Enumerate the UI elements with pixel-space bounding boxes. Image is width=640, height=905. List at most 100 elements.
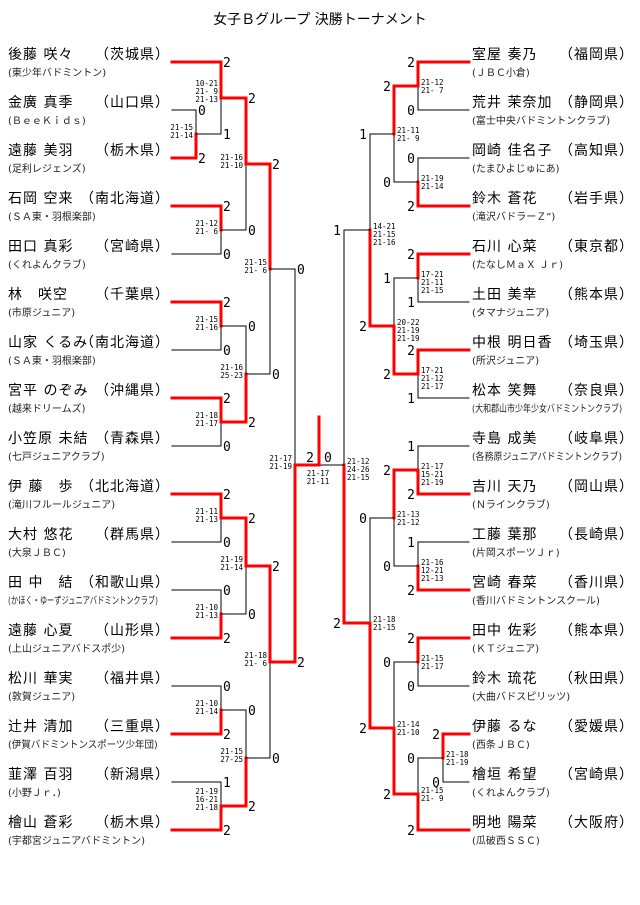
player-name: 伊藤 るな xyxy=(472,719,538,735)
games-won: 2 xyxy=(432,728,440,743)
player-team: (所沢ジュニア) xyxy=(472,356,540,367)
player-prefecture: （大阪府） xyxy=(559,815,634,831)
game-score: 21-12 xyxy=(347,457,370,466)
games-won: 0 xyxy=(407,680,415,695)
player-name: 田中 佐彩 xyxy=(472,623,538,639)
game-score: 21-15 xyxy=(373,230,396,239)
games-won: 0 xyxy=(223,440,231,455)
player-team: (Ｎラインクラブ) xyxy=(472,500,550,511)
game-score: 21-10 xyxy=(220,161,243,170)
games-won: 2 xyxy=(248,512,256,527)
game-score: 14-21 xyxy=(373,222,396,231)
games-won: 2 xyxy=(383,368,391,383)
games-won: 0 xyxy=(248,704,256,719)
games-won: 0 xyxy=(432,776,440,791)
games-won: 1 xyxy=(383,272,391,287)
player-prefecture: （静岡県） xyxy=(559,95,634,111)
games-won: 2 xyxy=(223,488,231,503)
games-won: 2 xyxy=(407,200,415,215)
player-prefecture: （岡山県） xyxy=(559,479,634,495)
player-prefecture: （埼玉県） xyxy=(559,335,634,351)
player-team: (東少年バドミントン) xyxy=(8,68,107,79)
game-score: 21-13 xyxy=(397,510,420,519)
game-score: 21-12 xyxy=(421,374,444,383)
game-score: 21-17 xyxy=(269,454,292,463)
player-prefecture: （秋田県） xyxy=(559,671,634,687)
games-won: 2 xyxy=(223,56,231,71)
player-name: 岡崎 佳名子 xyxy=(472,143,553,159)
game-score: 21-17 xyxy=(421,462,444,471)
player-name: 中根 明日香 xyxy=(472,335,553,351)
player-team: (香川バドミントンスクール) xyxy=(472,596,600,607)
player-prefecture: （千葉県） xyxy=(95,287,170,303)
player-prefecture: （宮崎県） xyxy=(95,239,170,255)
games-won: 1 xyxy=(223,128,231,143)
player-prefecture: （長崎県） xyxy=(559,527,634,543)
game-score: 21- 6 xyxy=(244,266,267,275)
page-title: 女子Ｂグループ 決勝トーナメント xyxy=(213,12,427,28)
games-won: 2 xyxy=(407,344,415,359)
player-team: (足利レジェンズ) xyxy=(8,164,86,175)
player-prefecture: （香川県） xyxy=(559,575,634,591)
player-name: 宮崎 春菜 xyxy=(472,575,538,591)
player-prefecture: （沖縄県） xyxy=(95,383,170,399)
game-score: 21-12 xyxy=(421,78,444,87)
games-won: 0 xyxy=(223,344,231,359)
game-score: 15-21 xyxy=(421,470,444,479)
game-score: 21-16 xyxy=(373,238,396,247)
game-score: 21-13 xyxy=(195,515,218,524)
games-won: 0 xyxy=(248,608,256,623)
game-score: 17-21 xyxy=(421,270,444,279)
games-won: 0 xyxy=(272,368,280,383)
game-score: 24-26 xyxy=(347,465,370,474)
player-prefecture: （栃木県） xyxy=(95,143,170,159)
player-name: 遠藤 心夏 xyxy=(8,623,74,639)
game-score: 21-11 xyxy=(421,278,444,287)
player-name: 大村 悠花 xyxy=(8,527,74,543)
player-name: 石川 心菜 xyxy=(472,239,538,255)
games-won: 2 xyxy=(223,200,231,215)
games-won: 2 xyxy=(223,392,231,407)
games-won: 1 xyxy=(407,440,415,455)
game-score: 21-15 xyxy=(244,258,267,267)
games-won: 2 xyxy=(306,451,314,466)
games-won: 2 xyxy=(407,56,415,71)
player-prefecture: （南北海道） xyxy=(80,335,170,351)
player-team: (ＳＡ東・羽根楽部) xyxy=(8,212,96,223)
player-name: 韮澤 百羽 xyxy=(8,767,74,783)
games-won: 2 xyxy=(407,632,415,647)
game-score: 21-19 xyxy=(421,174,444,183)
games-won: 0 xyxy=(248,320,256,335)
game-score: 21- 6 xyxy=(195,227,218,236)
player-name: 檜山 蒼彩 xyxy=(8,815,74,831)
player-team: (瓜破西ＳＳＣ) xyxy=(472,836,540,847)
player-team: (たなしＭａＸ Ｊｒ) xyxy=(472,260,563,271)
game-score: 21-15 xyxy=(195,315,218,324)
game-score: 21- 9 xyxy=(195,87,218,96)
games-won: 2 xyxy=(407,824,415,839)
player-team: (大和郡山市少年少女バドミントンクラブ) xyxy=(472,404,623,415)
game-score: 21-18 xyxy=(195,803,218,812)
player-name: 小笠原 未結 xyxy=(8,431,89,447)
player-team: (小野Ｊｒ．) xyxy=(8,788,61,799)
game-score: 27-25 xyxy=(220,755,243,764)
game-score: 21-19 xyxy=(421,478,444,487)
game-score: 16-21 xyxy=(195,795,218,804)
games-won: 2 xyxy=(198,152,206,167)
player-name: 後藤 咲々 xyxy=(8,47,74,63)
games-won: 0 xyxy=(383,656,391,671)
player-team: (くれよんクラブ) xyxy=(472,788,550,799)
games-won: 1 xyxy=(223,776,231,791)
player-name: 金廣 真季 xyxy=(8,95,74,111)
player-prefecture: （宮崎県） xyxy=(559,767,634,783)
player-team: (伊賀バドミントンスポーツ少年団) xyxy=(8,740,158,751)
player-name: 明地 陽菜 xyxy=(472,815,538,831)
player-team: (富士中央バドミントンクラブ) xyxy=(472,116,611,127)
games-won: 0 xyxy=(198,104,206,119)
game-score: 21- 7 xyxy=(421,86,444,95)
game-score: 21-14 xyxy=(397,720,420,729)
game-score: 21-16 xyxy=(220,153,243,162)
game-score: 21-13 xyxy=(421,574,444,583)
player-team: (越来ドリームズ) xyxy=(8,404,86,415)
player-name: 室屋 奏乃 xyxy=(472,47,538,63)
